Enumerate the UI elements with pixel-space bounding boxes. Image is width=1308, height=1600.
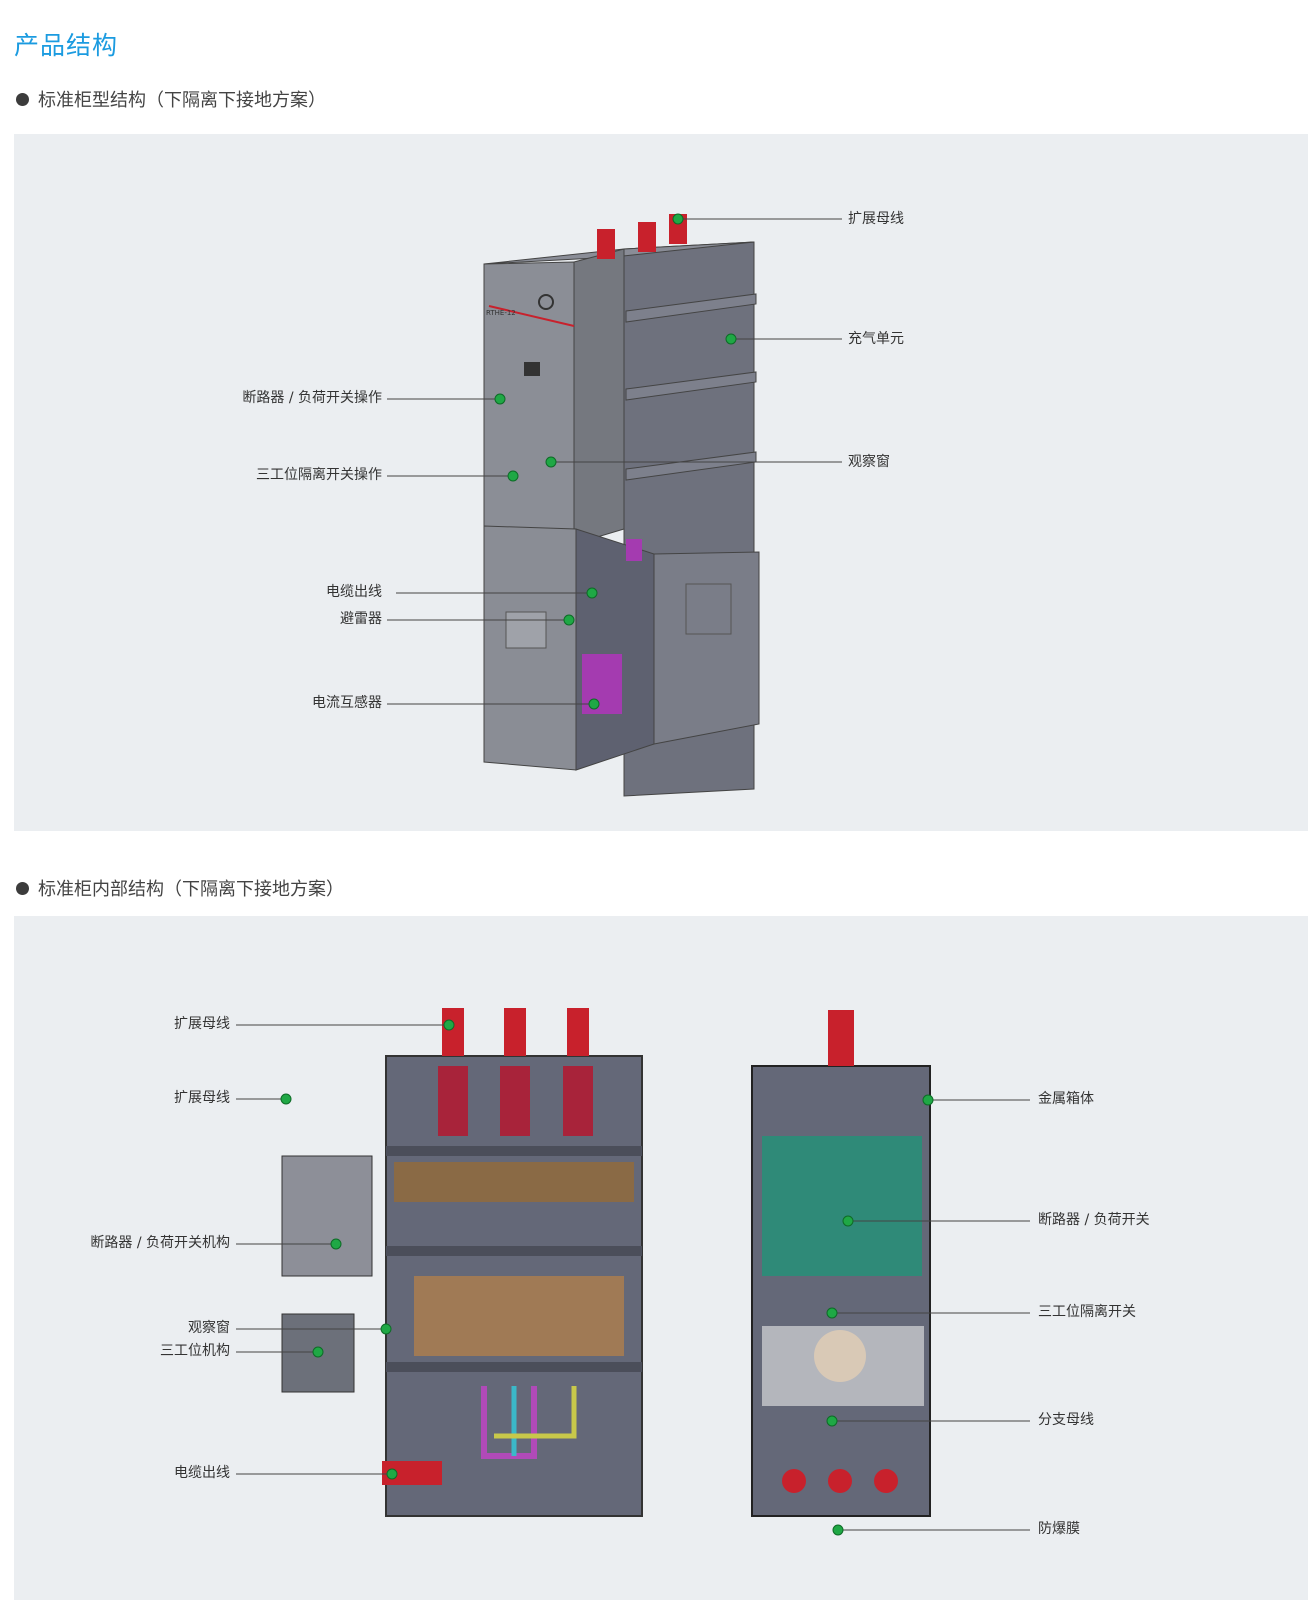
panel-model-label: RTHE-12 [486, 309, 516, 317]
section-heading-2-text: 标准柜内部结构（下隔离下接地方案） [38, 879, 344, 900]
callout-observation-window-2: 观察窗 [188, 1320, 230, 1336]
callout-breaker-switch: 断路器 / 负荷开关 [1038, 1212, 1150, 1228]
callout-surge-arrester: 避雷器 [340, 611, 382, 627]
section-heading-1: 标准柜型结构（下隔离下接地方案） [16, 86, 326, 112]
section-heading-2: 标准柜内部结构（下隔离下接地方案） [16, 875, 344, 901]
callout-three-position-operation: 三工位隔离开关操作 [256, 467, 382, 483]
callout-expansion-busbar: 扩展母线 [848, 211, 904, 227]
callout-expansion-busbar-side: 扩展母线 [174, 1090, 230, 1106]
section-heading-1-text: 标准柜型结构（下隔离下接地方案） [38, 90, 326, 111]
cabinet-interior-illustration [236, 1008, 1030, 1536]
callout-cable-outlet-2: 电缆出线 [174, 1465, 230, 1481]
callout-gas-unit: 充气单元 [848, 331, 904, 347]
cabinet-exterior-illustration [387, 213, 842, 797]
marker-dot [672, 213, 684, 225]
callout-expansion-busbar-top: 扩展母线 [174, 1016, 230, 1032]
callout-three-position-mechanism: 三工位机构 [160, 1343, 230, 1359]
callout-breaker-operation: 断路器 / 负荷开关操作 [242, 390, 382, 406]
bullet-icon [16, 881, 29, 895]
page-title: 产品结构 [14, 31, 119, 60]
callout-three-position-switch: 三工位隔离开关 [1038, 1304, 1136, 1320]
callout-metal-enclosure: 金属箱体 [1038, 1091, 1094, 1107]
callout-cable-outlet: 电缆出线 [326, 584, 382, 600]
callout-burst-disc: 防爆膜 [1038, 1521, 1080, 1537]
bullet-icon [16, 92, 29, 106]
cabinet-exterior-panel: RTHE-12 扩展母线 充气单元 观察窗 断路器 / 负荷开关操作 三工位隔离… [14, 134, 1308, 831]
callout-branch-busbar: 分支母线 [1038, 1412, 1094, 1428]
cabinet-interior-panel: 扩展母线 扩展母线 断路器 / 负荷开关机构 观察窗 三工位机构 电缆出线 金属… [14, 916, 1308, 1600]
callout-current-transformer: 电流互感器 [312, 695, 382, 711]
callout-breaker-mechanism: 断路器 / 负荷开关机构 [90, 1235, 230, 1251]
callout-observation-window: 观察窗 [848, 454, 890, 470]
